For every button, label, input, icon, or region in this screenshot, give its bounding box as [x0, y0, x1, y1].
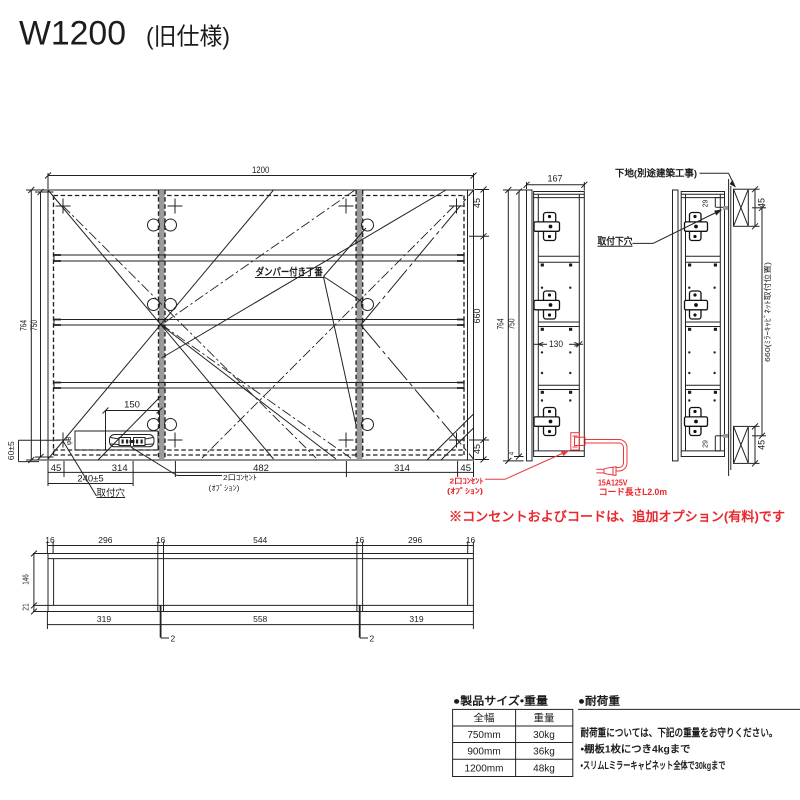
svg-text:130: 130: [549, 339, 563, 349]
svg-text:W1200: W1200: [19, 15, 126, 53]
svg-text:φ8: φ8: [66, 437, 73, 446]
svg-text:16: 16: [45, 535, 55, 545]
svg-text:16: 16: [355, 535, 365, 545]
svg-text:296: 296: [98, 535, 112, 545]
svg-text:●製品サイズ•重量: ●製品サイズ•重量: [453, 694, 548, 708]
svg-text:660: 660: [472, 308, 482, 323]
svg-text:750: 750: [507, 319, 517, 330]
svg-text:30kg: 30kg: [533, 730, 555, 741]
svg-text:45: 45: [757, 198, 767, 208]
svg-text:660(ﾐﾗｰｷｬﾋﾞﾈｯﾄ取付位置): 660(ﾐﾗｰｷｬﾋﾞﾈｯﾄ取付位置): [762, 261, 772, 362]
svg-text:2口ｺﾝｾﾝﾄ: 2口ｺﾝｾﾝﾄ: [450, 477, 484, 486]
svg-text:900mm: 900mm: [467, 747, 500, 758]
svg-text:15A125V: 15A125V: [598, 479, 628, 488]
svg-text:(旧仕様): (旧仕様): [146, 24, 230, 51]
svg-text:4: 4: [509, 451, 516, 455]
svg-text:319: 319: [97, 614, 111, 624]
svg-text:2: 2: [171, 634, 176, 644]
svg-text:●耐荷重: ●耐荷重: [578, 694, 620, 708]
svg-text:•スリムLミラーキャビネット全体で30kgまで: •スリムLミラーキャビネット全体で30kgまで: [581, 759, 726, 772]
svg-text:314: 314: [112, 463, 128, 474]
svg-text:下地(別途建築工事): 下地(別途建築工事): [615, 168, 697, 180]
svg-text:※コンセントおよびコードは、追加オプション(有料)です: ※コンセントおよびコードは、追加オプション(有料)です: [449, 509, 785, 524]
svg-text:146: 146: [20, 574, 30, 585]
svg-text:558: 558: [253, 614, 267, 624]
svg-text:ダンパー付き丁番: ダンパー付き丁番: [256, 266, 324, 279]
svg-text:45: 45: [472, 444, 482, 454]
svg-text:167: 167: [547, 174, 562, 184]
svg-text:750: 750: [29, 320, 39, 331]
svg-text:(ｵﾌﾟｼｮﾝ): (ｵﾌﾟｼｮﾝ): [209, 484, 241, 493]
svg-text:319: 319: [409, 614, 423, 624]
svg-text:296: 296: [408, 535, 422, 545]
svg-text:45: 45: [757, 440, 767, 450]
svg-text:482: 482: [253, 463, 269, 474]
svg-text:取付穴: 取付穴: [97, 487, 126, 499]
svg-text:45: 45: [472, 198, 482, 208]
svg-text:全幅: 全幅: [474, 712, 495, 725]
svg-text:45: 45: [460, 463, 471, 474]
svg-text:60±5: 60±5: [7, 441, 16, 461]
svg-text:29: 29: [703, 440, 710, 448]
svg-text:1200mm: 1200mm: [465, 764, 504, 775]
svg-text:544: 544: [253, 535, 267, 545]
svg-text:(ｵﾌﾟｼｮﾝ): (ｵﾌﾟｼｮﾝ): [447, 486, 484, 496]
svg-text:21: 21: [21, 603, 30, 611]
svg-text:2口ｺﾝｾﾝﾄ: 2口ｺﾝｾﾝﾄ: [223, 473, 257, 482]
svg-text:48kg: 48kg: [533, 764, 555, 775]
svg-text:764: 764: [496, 319, 506, 330]
svg-text:耐荷重については、下記の重量をお守りください。: 耐荷重については、下記の重量をお守りください。: [581, 726, 778, 739]
svg-text:取付下穴: 取付下穴: [598, 236, 633, 248]
svg-text:コード長さL2.0m: コード長さL2.0m: [599, 487, 667, 497]
svg-text:45: 45: [51, 463, 62, 474]
svg-text:16: 16: [156, 535, 166, 545]
svg-text:36kg: 36kg: [533, 747, 555, 758]
svg-text:764: 764: [19, 320, 29, 331]
svg-text:1200: 1200: [252, 165, 270, 175]
svg-text:16: 16: [466, 535, 476, 545]
svg-text:2: 2: [370, 634, 375, 644]
svg-text:150: 150: [124, 400, 140, 411]
svg-text:314: 314: [394, 463, 410, 474]
svg-text:•棚板1枚につき4kgまで: •棚板1枚につき4kgまで: [581, 743, 691, 756]
svg-text:750mm: 750mm: [467, 730, 500, 741]
svg-text:240±5: 240±5: [77, 474, 103, 485]
svg-text:29: 29: [703, 200, 710, 208]
svg-text:重量: 重量: [534, 712, 555, 725]
